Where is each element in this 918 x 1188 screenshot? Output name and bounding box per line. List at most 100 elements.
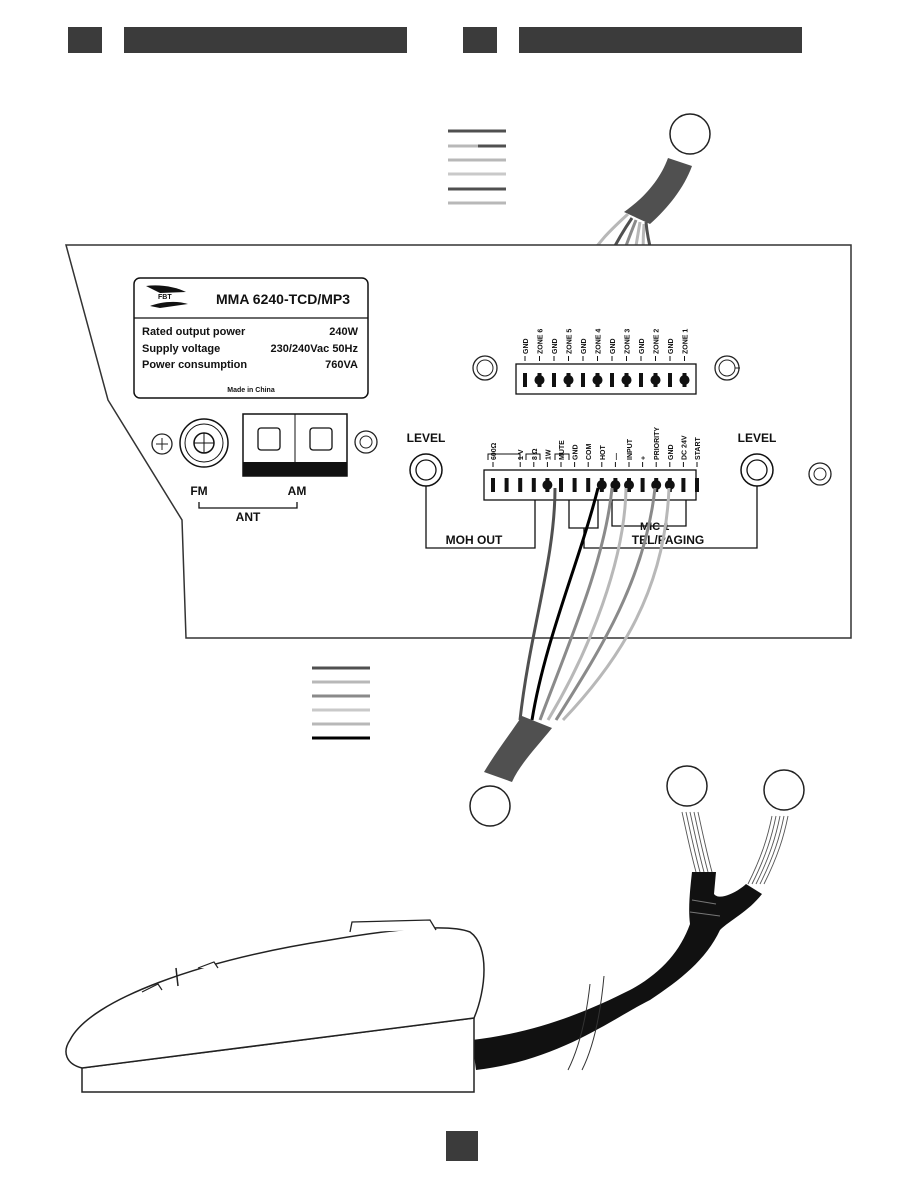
- tel-paging-label: TEL/PAGING: [632, 533, 704, 547]
- zone-terminal-label: GND: [552, 338, 559, 354]
- zone-terminal-slot: [552, 373, 556, 387]
- io-terminal-label: 600Ω: [491, 442, 498, 460]
- io-terminal-label: INPUT: [627, 438, 634, 460]
- io-terminal-connection: [542, 480, 553, 490]
- nameplate-row-label: Supply voltage: [142, 343, 220, 355]
- nameplate: FBT MMA 6240-TCD/MP3 Rated output power …: [133, 277, 369, 399]
- zone-terminal-connection: [592, 375, 603, 385]
- io-terminal-connection: [610, 480, 621, 490]
- zone-terminal-label: GND: [523, 338, 530, 354]
- zone-terminal-label: GND: [639, 338, 646, 354]
- header-marker-right: [463, 27, 497, 53]
- zone-terminal-slot: [610, 373, 614, 387]
- io-terminal-label: 1 V: [518, 449, 525, 460]
- telephone-set: [65, 919, 605, 1093]
- level-left-label: LEVEL: [407, 431, 446, 445]
- io-terminal-slot: [491, 478, 495, 492]
- am-label: AM: [288, 484, 307, 498]
- io-terminal-label: HOT: [600, 445, 607, 461]
- io-terminal-label: GND: [668, 444, 675, 460]
- ant-label: ANT: [236, 510, 261, 524]
- cable-sleeve-band: [689, 899, 721, 917]
- zone-terminal-label: ZONE 6: [538, 329, 545, 354]
- io-terminal-label: COM: [586, 444, 593, 461]
- io-terminal-connection: [664, 480, 675, 490]
- zone-terminal-label: ZONE 2: [654, 329, 661, 354]
- zone-terminal-label: ZONE 3: [625, 329, 632, 354]
- nameplate-model: MMA 6240-TCD/MP3: [216, 291, 350, 307]
- io-terminal-label: —: [613, 453, 620, 460]
- nameplate-brand: FBT: [158, 294, 172, 301]
- level-left-knob: [409, 453, 443, 487]
- io-cable-jacket: [484, 716, 552, 782]
- mounting-screw: [472, 355, 498, 381]
- io-terminal-slot: [681, 478, 686, 492]
- io-terminal-slot: [572, 478, 577, 492]
- antenna-bracket: [198, 502, 298, 509]
- zone-terminal-connection: [679, 375, 690, 385]
- io-terminal-connection: [624, 480, 634, 490]
- reference-circle-zone-cable: [669, 113, 711, 155]
- zone-cable-legend: [448, 129, 506, 205]
- io-terminal-label: GND: [573, 444, 580, 460]
- zone-terminal-label: ZONE 5: [567, 329, 574, 354]
- phone-cable-jacket: [472, 872, 762, 1070]
- page-number-box: [446, 1131, 478, 1161]
- zone-cable-jacket: [624, 158, 692, 224]
- io-terminal-slot: [586, 478, 591, 492]
- zone-terminal-connection: [650, 375, 661, 385]
- zone-terminal-label: GND: [668, 338, 675, 354]
- reference-circle-line-a: [666, 765, 708, 807]
- io-terminal-slot: [695, 478, 699, 492]
- zone-terminal-slot: [523, 373, 527, 387]
- mounting-screw: [714, 355, 740, 381]
- io-terminal-label: 1W: [545, 449, 552, 460]
- mounting-screw: [151, 433, 173, 455]
- io-terminal-label: MUTE: [559, 440, 566, 460]
- zone-terminal-slot: [581, 373, 585, 387]
- mounting-screw: [354, 430, 378, 454]
- io-wires: [518, 487, 671, 722]
- moh-out-label: MOH OUT: [446, 533, 503, 547]
- fm-antenna-connector: [179, 418, 229, 468]
- header-bar-left: [124, 27, 407, 53]
- nameplate-row-label: Power consumption: [142, 359, 247, 371]
- zone-terminal-slot: [639, 373, 643, 387]
- io-terminal-slot: [531, 478, 536, 492]
- zone-terminal-connection: [563, 375, 574, 385]
- io-terminal-label: +: [641, 456, 648, 460]
- zone-terminal-label: ZONE 1: [683, 329, 690, 354]
- header-bar-right: [519, 27, 802, 53]
- io-terminal-label: DC 24V: [681, 435, 688, 460]
- io-terminal-slot: [640, 478, 645, 492]
- zone-terminal-block: GND ZONE 6 GND ZONE 5 GND ZONE 4 GND ZONE 3 GND Z…: [515, 329, 697, 395]
- reference-circle-line-b: [763, 769, 805, 811]
- level-right-label: LEVEL: [738, 431, 777, 445]
- zone-terminal-label: ZONE 4: [596, 329, 603, 354]
- io-terminal-slot: [504, 478, 509, 492]
- zone-terminal-connection: [534, 375, 545, 385]
- io-terminal-connection: [651, 480, 662, 490]
- reference-circle-io-cable: [469, 785, 511, 827]
- zone-terminal-connection: [621, 375, 632, 385]
- moh-out-bracket: [425, 486, 536, 549]
- header-marker-left: [68, 27, 102, 53]
- phone-cable-wires: [681, 811, 789, 885]
- am-antenna-connector: [242, 413, 348, 477]
- nameplate-row-label: Rated output power: [142, 326, 246, 338]
- io-terminal-slot: [559, 478, 563, 492]
- nameplate-row-value: 760VA: [325, 359, 358, 371]
- io-terminal-slot: [518, 478, 523, 492]
- zone-terminal-label: GND: [581, 338, 588, 354]
- fm-label: FM: [190, 484, 207, 498]
- fbt-logo: FBT: [146, 285, 188, 308]
- zone-terminal-slot: [668, 373, 672, 387]
- io-terminal-label: START: [695, 436, 702, 460]
- io-terminal-connection: [596, 480, 607, 490]
- nameplate-row-value: 230/240Vac 50Hz: [271, 343, 359, 355]
- nameplate-origin: Made in China: [227, 387, 275, 394]
- mounting-screw: [808, 462, 832, 486]
- nameplate-row-value: 240W: [329, 326, 358, 338]
